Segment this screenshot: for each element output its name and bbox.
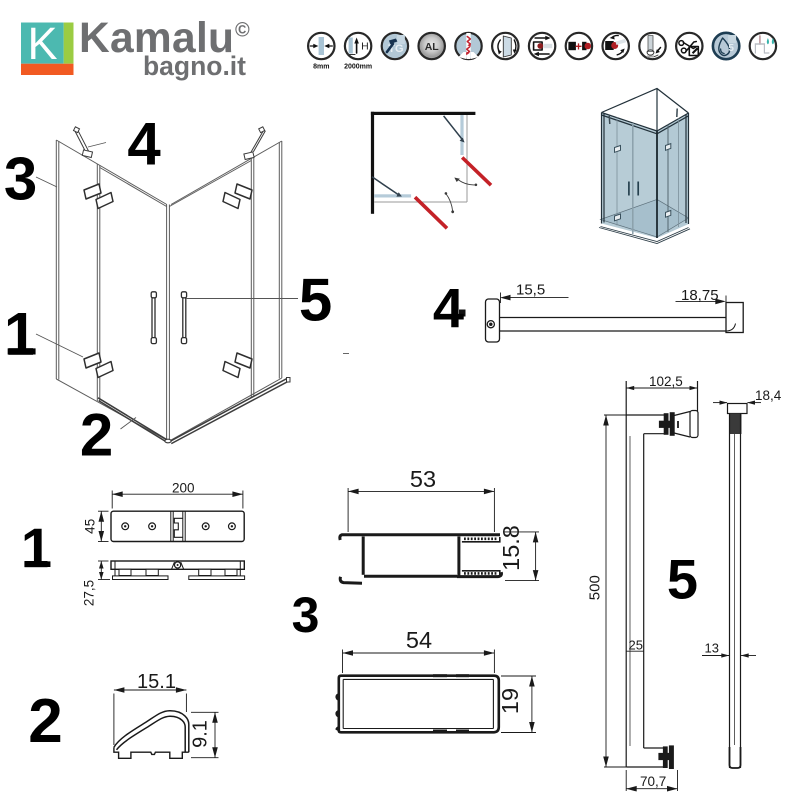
svg-text:19: 19: [497, 688, 523, 714]
svg-text:13: 13: [705, 641, 719, 656]
svg-text:2: 2: [28, 687, 62, 756]
svg-text:©: ©: [235, 20, 250, 42]
svg-text:bagno.it: bagno.it: [143, 51, 246, 81]
svg-text:25: 25: [629, 638, 643, 653]
svg-text:+: +: [575, 39, 582, 53]
svg-text:54: 54: [406, 627, 432, 653]
svg-text:K: K: [27, 18, 57, 69]
svg-text:15.1: 15.1: [137, 671, 176, 693]
svg-text:Kamalu: Kamalu: [79, 15, 234, 62]
svg-text:3: 3: [292, 587, 320, 643]
svg-text:2000mm: 2000mm: [344, 64, 372, 71]
svg-text:1: 1: [21, 516, 52, 579]
svg-text:15,5: 15,5: [516, 282, 545, 299]
svg-text:4: 4: [127, 111, 161, 178]
svg-text:15.8: 15.8: [498, 525, 524, 571]
svg-text:9.1: 9.1: [190, 720, 212, 748]
svg-text:200: 200: [172, 481, 195, 496]
svg-text:27,5: 27,5: [82, 580, 97, 606]
svg-text:5: 5: [728, 43, 734, 54]
svg-text:3: 3: [4, 146, 37, 213]
svg-text:18,75: 18,75: [681, 287, 719, 304]
svg-text:8mm: 8mm: [313, 64, 329, 71]
svg-text:500: 500: [587, 575, 604, 600]
svg-text:5: 5: [299, 267, 332, 334]
svg-text:45: 45: [83, 519, 98, 534]
svg-text:AL: AL: [425, 41, 440, 53]
svg-text:102,5: 102,5: [649, 374, 683, 389]
svg-text:5: 5: [667, 547, 698, 610]
svg-text:70,7: 70,7: [640, 774, 666, 789]
svg-text:2: 2: [80, 402, 113, 469]
svg-text:18,4: 18,4: [755, 388, 782, 403]
svg-text:53: 53: [410, 466, 436, 492]
svg-text:1: 1: [4, 301, 37, 368]
svg-text:4: 4: [433, 276, 464, 339]
svg-text:H: H: [361, 41, 369, 53]
